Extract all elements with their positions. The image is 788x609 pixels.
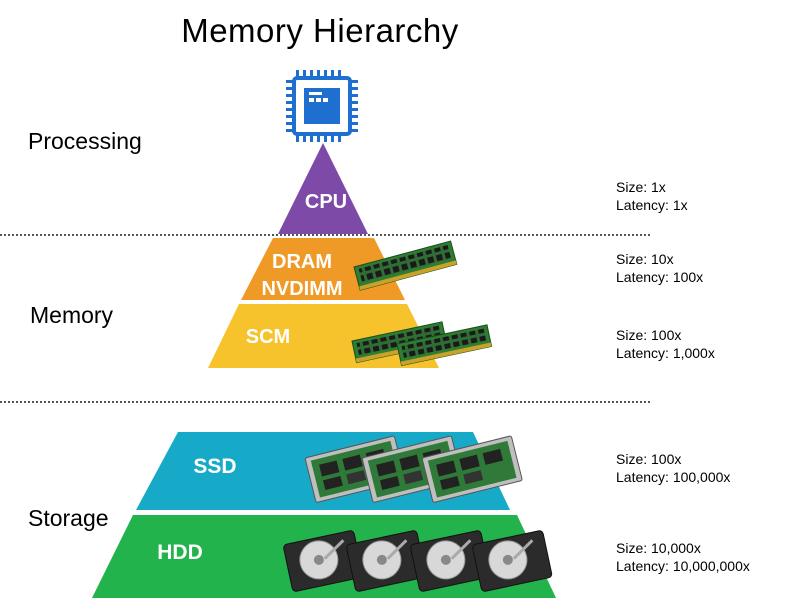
metrics-scm: Size: 100x Latency: 1,000x [616,326,715,362]
metrics-cpu: Size: 1x Latency: 1x [616,178,688,214]
tier-hdd-label: HDD [157,541,203,564]
section-label-processing: Processing [28,128,142,154]
hard-drive-icon [283,530,553,592]
tier-dram-label-line1: DRAM [272,251,332,273]
metric-latency: Latency: 100,000x [616,469,731,485]
page-title: Memory Hierarchy [181,12,459,49]
metrics-hdd: Size: 10,000x Latency: 10,000,000x [616,539,750,575]
tier-cpu [278,143,368,234]
section-label-storage: Storage [28,505,109,531]
metric-size: Size: 10,000x [616,540,701,556]
metric-size: Size: 100x [616,451,682,467]
divider-memory-storage [0,401,650,403]
memory-module-icon [353,240,458,291]
metrics-ssd: Size: 100x Latency: 100,000x [616,450,730,486]
cpu-chip-icon [286,70,358,142]
tier-dram-label-line2: NVDIMM [261,278,342,300]
section-label-memory: Memory [30,302,114,328]
tier-scm-label: SCM [246,326,290,348]
metric-latency: Latency: 100x [616,269,704,285]
metric-size: Size: 100x [616,327,682,343]
memory-module-icon [351,321,493,367]
tier-ssd-label: SSD [193,455,236,478]
tier-cpu-label: CPU [305,191,347,213]
metric-latency: Latency: 1x [616,197,688,213]
metric-size: Size: 1x [616,179,666,195]
metric-size: Size: 10x [616,251,674,267]
metric-latency: Latency: 10,000,000x [616,558,750,574]
metric-latency: Latency: 1,000x [616,345,715,361]
divider-processing-memory [0,234,650,236]
metrics-dram: Size: 10x Latency: 100x [616,250,703,286]
ssd-board-icon [304,435,523,503]
